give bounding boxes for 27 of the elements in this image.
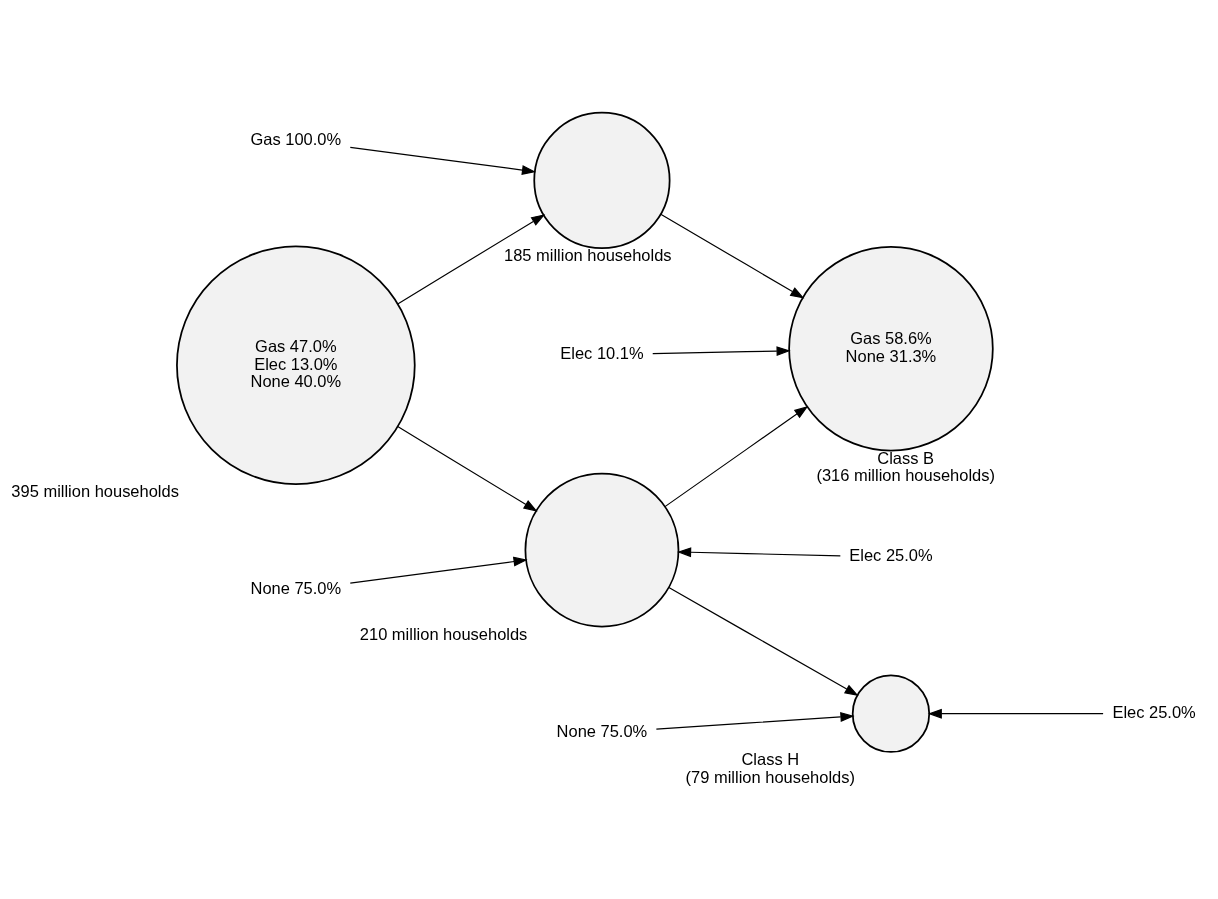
node-label: Class H	[741, 749, 800, 768]
arrow	[668, 586, 859, 696]
arrow	[349, 556, 528, 584]
node-label: 185 million households	[504, 245, 672, 264]
arrow	[660, 213, 805, 299]
node-circle: Gas 47.0% Elec 13.0% None 40.0%	[176, 244, 416, 485]
arrow	[677, 546, 841, 557]
arrow	[397, 213, 546, 305]
node-label: Class B	[877, 448, 935, 467]
node-text: Elec 25.0%	[1112, 702, 1196, 721]
node-text: Gas 100.0%	[250, 129, 342, 148]
node-label: 395 million households	[11, 481, 179, 500]
arrow	[655, 711, 855, 730]
node-label: 210 million households	[359, 624, 528, 643]
node-label: (79 million households)	[685, 767, 855, 786]
arrow	[349, 146, 537, 175]
arrow	[927, 708, 1104, 719]
node-text: None 75.0%	[556, 721, 648, 740]
node-circle	[533, 111, 671, 249]
arrow	[652, 345, 791, 356]
arrow	[397, 425, 538, 512]
node-circle	[851, 674, 931, 753]
node-text: Elec 25.0%	[849, 545, 933, 564]
node-text: None 75.0%	[250, 578, 342, 597]
node-label: (316 million households)	[816, 465, 995, 484]
node-text: Elec 10.1%	[560, 343, 644, 362]
arrow	[664, 405, 809, 507]
